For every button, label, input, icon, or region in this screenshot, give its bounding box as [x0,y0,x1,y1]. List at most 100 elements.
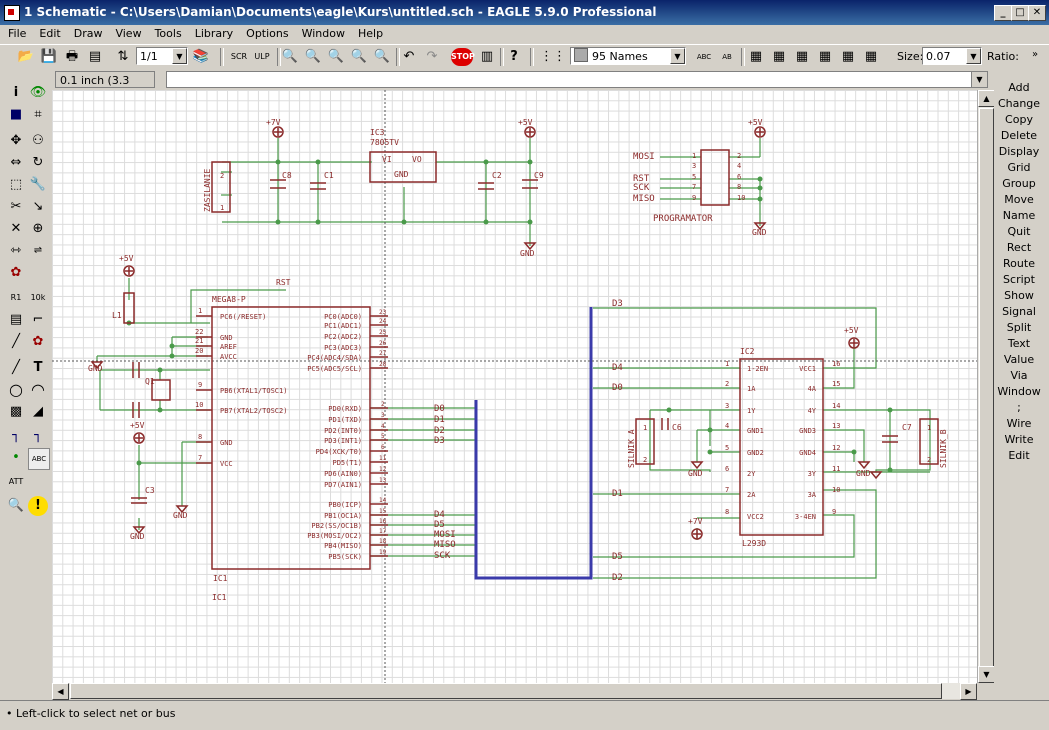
cmd-delete[interactable]: Delete [1000,129,1038,142]
sheet-select[interactable]: 1/1▼ [136,47,188,65]
align-2-icon[interactable]: ▦ [772,49,786,64]
rotate-icon[interactable]: ↻ [32,155,44,170]
add-icon[interactable]: ⊕ [32,221,44,236]
zoom-out-icon[interactable]: 🔍 [327,49,345,64]
menu-file[interactable]: File [8,27,27,40]
cmd-route[interactable]: Route [1003,257,1035,270]
help-icon[interactable]: ? [510,49,518,64]
cmd-move[interactable]: Move [1004,193,1034,206]
scroll-thumb[interactable] [70,683,942,699]
info-icon[interactable]: i [13,85,19,100]
stop-icon[interactable]: STOP [451,48,475,66]
cut-icon[interactable]: ✂ [10,199,22,214]
vertical-scrollbar[interactable]: ▲ ▼ [977,90,995,683]
layer-select[interactable]: 95 Names▼ [570,47,686,65]
sheet-icon[interactable]: ⇅ [117,49,129,64]
copy-icon[interactable]: ⚇ [32,133,44,148]
cmd-via[interactable]: Via [1010,369,1028,382]
cmd-group[interactable]: Group [1002,177,1036,190]
menu-edit[interactable]: Edit [39,27,61,40]
cmd-window[interactable]: Window [997,385,1041,398]
horizontal-scrollbar[interactable]: ◀ ▶ [52,683,977,700]
bus-icon[interactable]: ┐ [12,428,20,443]
junction-icon[interactable]: • [12,450,20,465]
align-1-icon[interactable]: ▦ [749,49,763,64]
mirror-icon[interactable]: ⇔ [10,155,22,170]
cmd-text[interactable]: Text [1007,337,1031,350]
scroll-thumb[interactable] [979,108,994,675]
polygon-icon[interactable]: ◢ [33,404,43,419]
pinswap-icon[interactable]: ⇿ [10,243,22,258]
cmd-display[interactable]: Display [998,145,1040,158]
cmd-quit[interactable]: Quit [1007,225,1031,238]
gateswap-icon[interactable]: ⇌ [33,245,43,256]
grid-icon[interactable]: ⋮⋮ [540,49,566,64]
cmd-script[interactable]: Script [1003,273,1035,286]
name-icon[interactable]: R1 [10,293,22,302]
cmd-signal[interactable]: Signal [1002,305,1036,318]
cmd-add[interactable]: Add [1008,81,1030,94]
schematic-canvas[interactable]: +7V +5V +5V +5V +5V +7V +5V GND GND GND … [52,90,977,683]
circle-icon[interactable]: ○ [9,380,23,399]
attribute-icon[interactable]: ATT [8,477,24,486]
open-icon[interactable]: 📂 [17,49,35,64]
cmd-value[interactable]: Value [1003,353,1035,366]
align-3-icon[interactable]: ▦ [795,49,809,64]
invoke-icon[interactable]: ✿ [32,334,44,349]
text-ab-icon[interactable]: AB [722,53,732,61]
rect-icon[interactable]: ▩ [9,404,23,419]
print-icon[interactable]: 🖶 [65,49,79,64]
cmd-wire[interactable]: Wire [1006,417,1032,430]
cmd-name[interactable]: Name [1002,209,1036,222]
menu-window[interactable]: Window [301,27,345,40]
save-icon[interactable]: 💾 [40,49,58,64]
cmd-rect[interactable]: Rect [1006,241,1032,254]
cmd-grid[interactable]: Grid [1007,161,1031,174]
scroll-down-icon[interactable]: ▼ [978,666,995,683]
align-4-icon[interactable]: ▦ [818,49,832,64]
delete-icon[interactable]: ✕ [10,221,22,236]
cmd-edit[interactable]: Edit [1008,449,1030,462]
menu-draw[interactable]: Draw [73,27,103,40]
scroll-left-icon[interactable]: ◀ [52,683,69,700]
value-icon[interactable]: 10k [30,293,46,302]
text-icon[interactable]: T [33,360,43,375]
text-abc-icon[interactable]: ABC [696,53,712,61]
miter-icon[interactable]: ⌐ [32,312,44,327]
cmd-semicolon[interactable]: ; [1017,401,1021,414]
replace-icon[interactable]: ✿ [10,265,22,280]
smash-icon[interactable]: ▤ [9,312,23,327]
zoom-area-icon[interactable]: 🔍 [373,49,391,64]
change-icon[interactable]: 🔧 [29,177,47,192]
cmd-show[interactable]: Show [1004,289,1034,302]
menu-view[interactable]: View [115,27,142,40]
zoom-fit-icon[interactable]: 🔍 [281,49,299,64]
chevron-down-icon[interactable]: ▼ [971,72,987,87]
erc-icon[interactable]: 🔍 [7,498,25,513]
more-icon[interactable]: » [1032,49,1039,60]
split-icon[interactable]: ╱ [12,334,20,349]
label-icon[interactable]: ABC [28,448,50,470]
redo-icon[interactable]: ↷ [426,49,438,64]
menu-library[interactable]: Library [194,27,234,40]
script-icon[interactable]: SCR [230,52,248,61]
zoom-in-icon[interactable]: 🔍 [304,49,322,64]
undo-icon[interactable]: ↶ [403,49,415,64]
cmd-split[interactable]: Split [1006,321,1032,334]
minimize-button[interactable]: _ [994,5,1012,21]
cmd-change[interactable]: Change [997,97,1041,110]
arc-icon[interactable]: ◠ [31,380,45,399]
ulp-icon[interactable]: ULP [254,52,270,61]
display-icon[interactable]: ■ [9,107,23,122]
close-button[interactable]: ✕ [1028,5,1046,21]
net-icon[interactable]: ┐ [34,428,42,443]
group-icon[interactable]: ⬚ [9,177,23,192]
wire-icon[interactable]: ╱ [12,360,20,375]
mark-icon[interactable]: ⌗ [34,107,42,122]
show-icon[interactable]: 👁 [29,85,47,100]
menu-help[interactable]: Help [357,27,384,40]
cmd-copy[interactable]: Copy [1005,113,1033,126]
library-icon[interactable]: 📚 [192,49,210,64]
errors-icon[interactable]: ! [28,496,48,516]
cam-icon[interactable]: ▤ [88,49,102,64]
